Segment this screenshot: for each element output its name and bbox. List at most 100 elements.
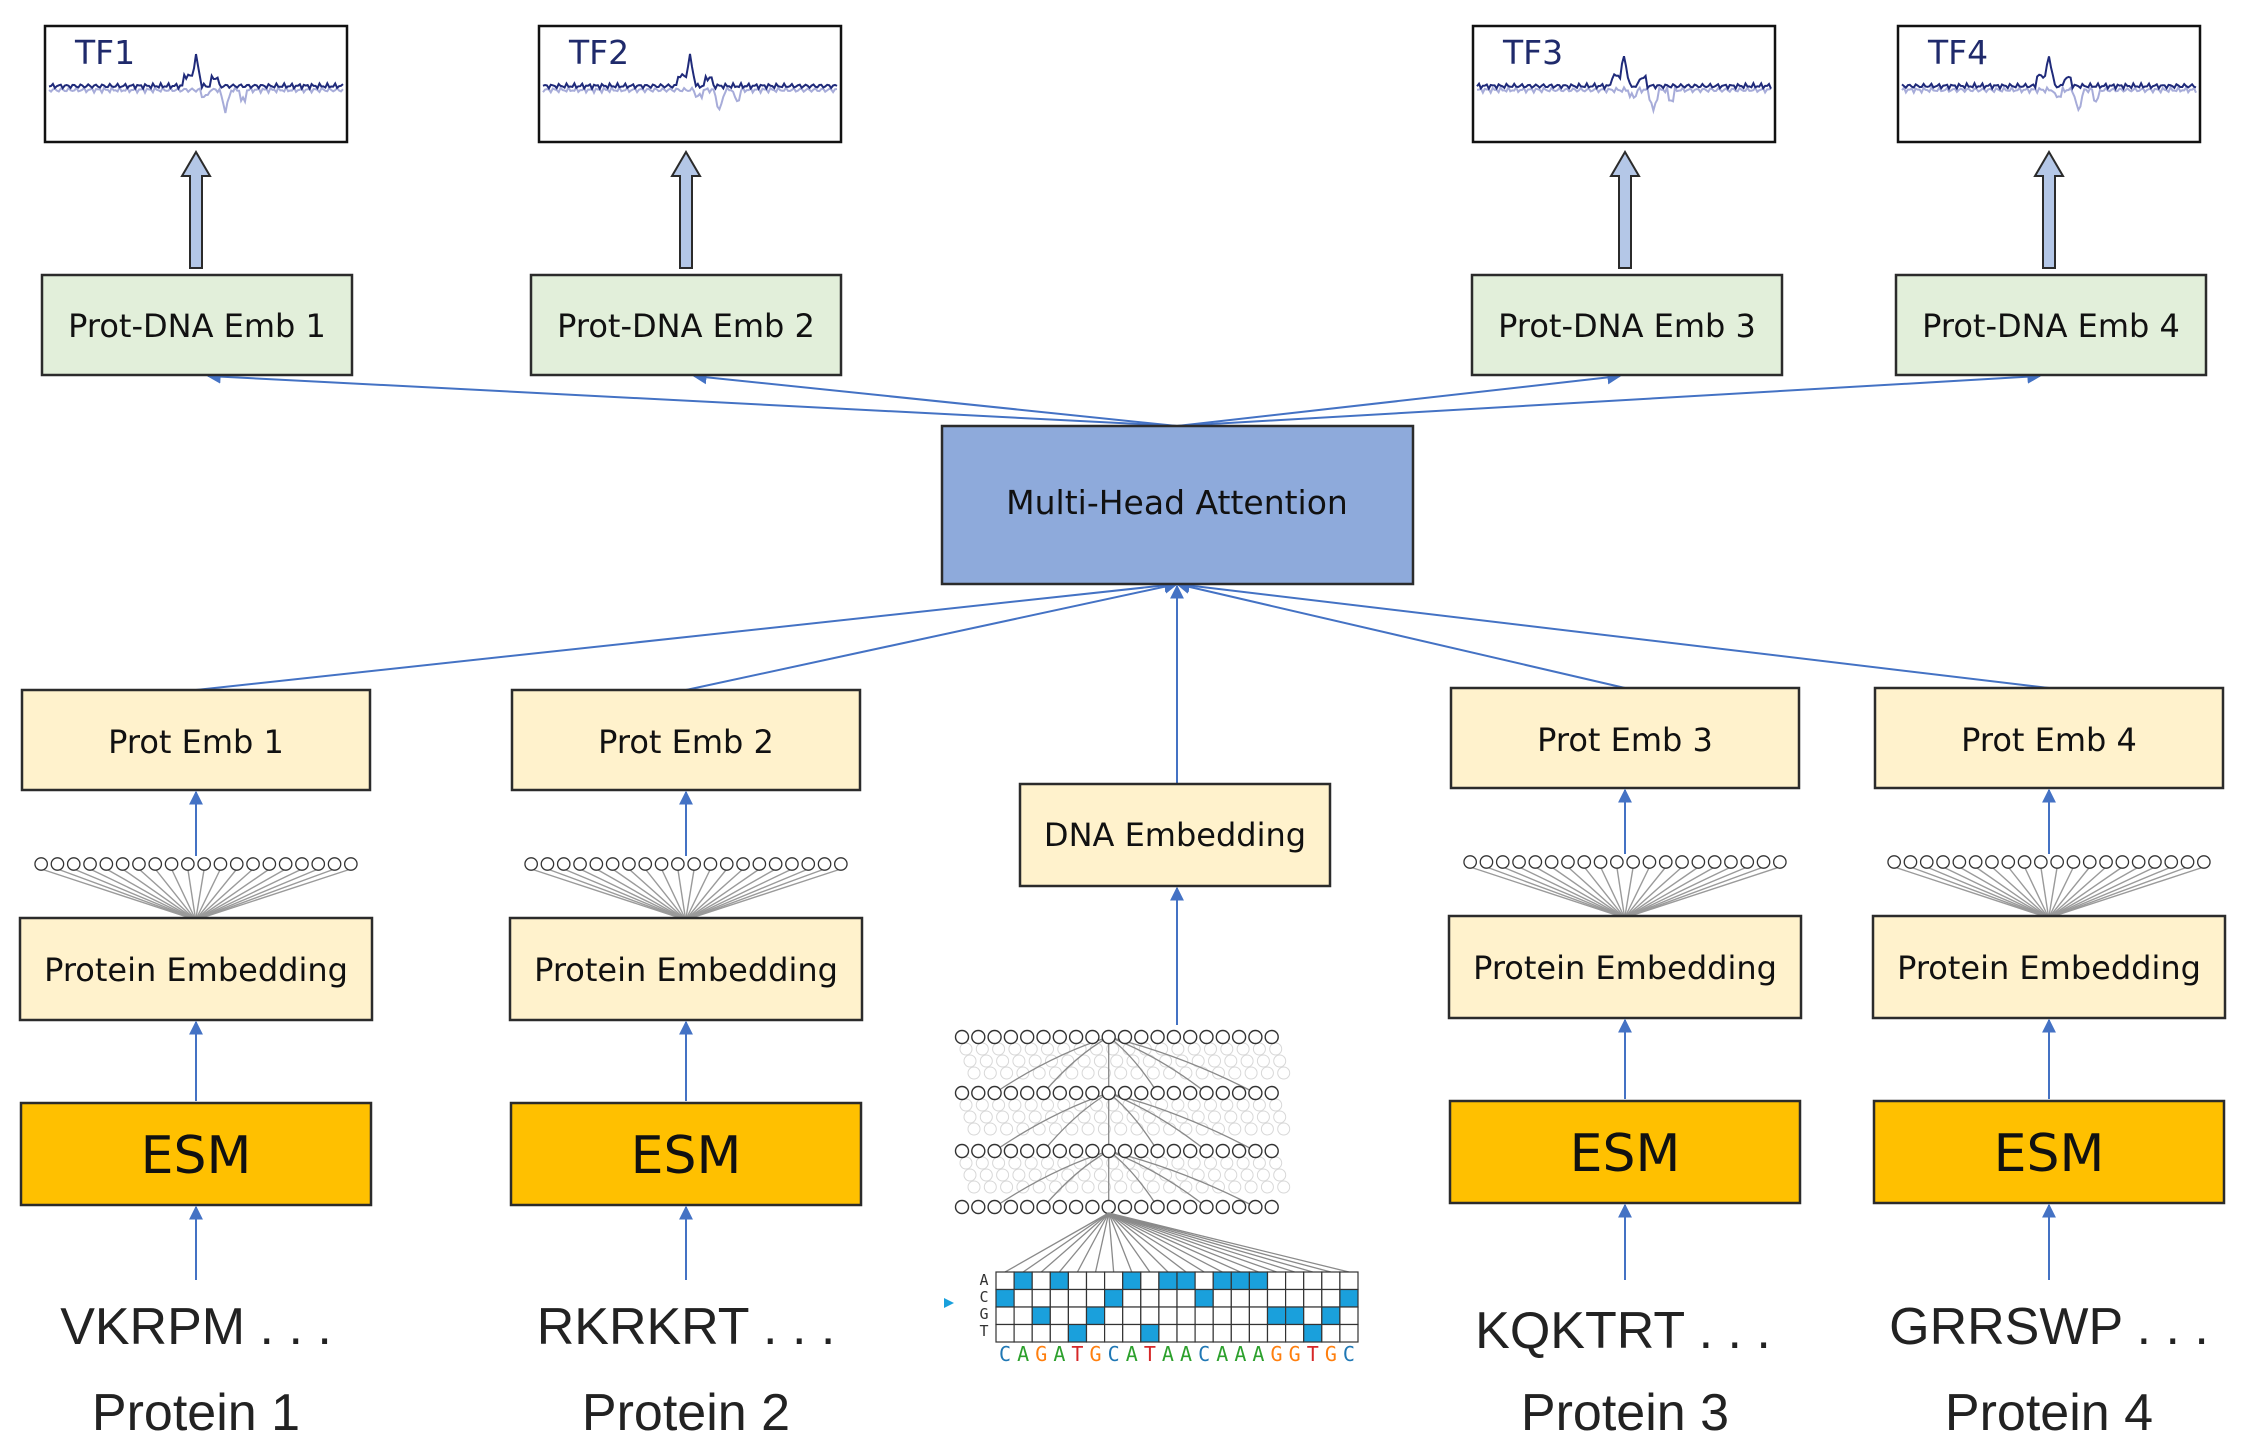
onehot-cell [1230, 1271, 1251, 1291]
neuron-node [1528, 855, 1543, 869]
protein-embedding-label: Protein Embedding [1473, 949, 1777, 987]
neuron-node [1985, 855, 1999, 869]
neuron-node [34, 857, 49, 871]
neuron-node [148, 857, 163, 871]
protein-embedding-box [18, 916, 374, 1022]
neuron-connection [89, 868, 193, 919]
neuron-connection [138, 868, 195, 919]
neuron-node [524, 857, 539, 871]
neuron-node [817, 857, 832, 871]
neuron-node [1724, 855, 1738, 869]
tf-track-light [1476, 83, 1772, 115]
tf-track-dark [1901, 56, 2197, 92]
protdna-embedding-box [529, 273, 843, 377]
network-ghost-node [1187, 1042, 1201, 1056]
onehot-letter-c: C [979, 1288, 988, 1306]
onehot-cell [1266, 1271, 1287, 1291]
network-ghost-node [1187, 1156, 1201, 1170]
network-node [1003, 1029, 1019, 1045]
network-ghost-node [1171, 1042, 1185, 1056]
neuron-node [622, 857, 636, 871]
network-ghost-node [1016, 1180, 1030, 1194]
dna-base-letter: G [1090, 1342, 1102, 1366]
network-ghost-node [1256, 1054, 1270, 1068]
network-node [971, 1029, 986, 1045]
protein-sequence: KQKTRT . . . [1475, 1302, 1771, 1360]
neuron-connection [2054, 866, 2205, 917]
protein-embedding-label: Protein Embedding [534, 951, 838, 989]
onehot-cell [1266, 1288, 1287, 1308]
neuron-connection [199, 868, 319, 919]
neuron-node [66, 857, 81, 871]
esm-box [1448, 1099, 1802, 1205]
network-node [1068, 1029, 1084, 1045]
network-ghost-node [1228, 1180, 1242, 1194]
neuron-connection [688, 868, 776, 919]
network-ghost-node [1106, 1098, 1120, 1112]
onehot-cell [1321, 1323, 1341, 1343]
network-connection [1043, 1092, 1110, 1152]
network-ghost-node [1273, 1054, 1287, 1068]
neuron-node [311, 857, 326, 871]
network-node [1036, 1199, 1051, 1215]
network-ghost-node [1277, 1066, 1291, 1080]
neuron-connection [677, 868, 687, 919]
neuron-connection [547, 868, 681, 919]
network-ghost-node [983, 1122, 997, 1136]
neuron-node [229, 857, 244, 871]
onehot-cell [1085, 1323, 1106, 1343]
onehot-cell [1085, 1306, 1106, 1326]
network-ghost-node [1204, 1156, 1217, 1170]
network-node [1182, 1085, 1198, 1101]
network-node [1085, 1143, 1100, 1159]
neuron-connection [1625, 866, 1667, 917]
neuron-connection [1893, 866, 2044, 917]
onehot-cell [1122, 1306, 1142, 1326]
neuron-node [1756, 855, 1771, 869]
network-node [1134, 1085, 1149, 1101]
onehot-cell [1013, 1288, 1033, 1308]
onehot-cell [1230, 1323, 1251, 1343]
network-ghost-node [1110, 1168, 1124, 1182]
neuron-connection [196, 868, 238, 919]
network-ghost-node [992, 1156, 1006, 1170]
neuron-node [1691, 855, 1706, 869]
neuron-connection [1518, 866, 1622, 917]
neuron-connection [1975, 866, 2047, 917]
onehot-cell [1230, 1306, 1251, 1326]
onehot-cell [1085, 1271, 1106, 1291]
onehot-connection [1094, 1212, 1110, 1273]
network-node [1264, 1143, 1279, 1159]
neuron-connection [628, 868, 685, 919]
onehot-connection [1108, 1212, 1151, 1273]
network-ghost-node [1032, 1122, 1046, 1136]
onehot-cell [1013, 1323, 1033, 1343]
dna-base-letter: G [1271, 1342, 1283, 1366]
attention-to-protdna-arrow-4 [1176, 369, 2042, 427]
network-node [1248, 1199, 1263, 1215]
network-ghost-node [1081, 1180, 1095, 1194]
neuron-node [736, 857, 750, 871]
neuron-connection [1628, 866, 1732, 917]
neuron-connection [200, 868, 335, 919]
network-ghost-node [1171, 1156, 1185, 1170]
neuron-connection [1616, 866, 1626, 917]
network-node [1264, 1029, 1279, 1045]
protein-embedding-label: Protein Embedding [1897, 949, 2201, 987]
network-ghost-node [1273, 1168, 1287, 1182]
network-ghost-node [1256, 1168, 1270, 1182]
neuron-connection [2052, 866, 2172, 917]
network-ghost-node [1277, 1122, 1291, 1136]
network-node [1182, 1029, 1198, 1045]
network-ghost-node [1260, 1066, 1274, 1080]
onehot-letter-t: T [979, 1322, 988, 1340]
network-node [1085, 1085, 1100, 1101]
network-node [1182, 1143, 1198, 1159]
dna-base-letter: T [1071, 1342, 1083, 1366]
network-ghost-node [1028, 1054, 1042, 1068]
onehot-connection [1108, 1212, 1277, 1273]
network-ghost-node [1065, 1066, 1079, 1080]
neuron-node [2034, 855, 2048, 869]
neuron-connection [689, 868, 809, 919]
connection-arrows [195, 369, 2050, 1025]
